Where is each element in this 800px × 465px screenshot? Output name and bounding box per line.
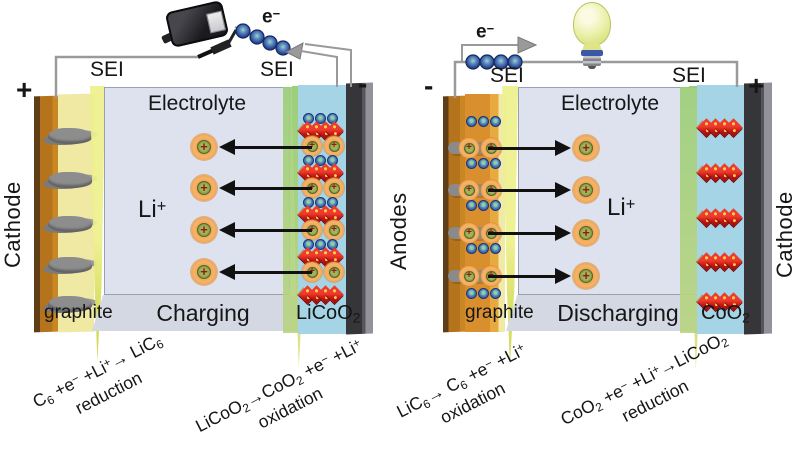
electron-label: e− [476, 21, 495, 43]
left-floor-strip: Charging [92, 295, 314, 331]
wire-left-negative [304, 43, 352, 87]
left-current-collector-minus [346, 82, 373, 335]
equation-block: LiC6→ C6 +e− +Li+ oxidation [385, 334, 549, 449]
lithium-ion [191, 259, 217, 285]
li-migration-arrow [488, 147, 556, 150]
li-migration-arrow [234, 146, 312, 149]
sei-label: SEI [260, 58, 294, 81]
licoo2-crystal-icon [296, 284, 344, 304]
arrow-head-icon [555, 268, 571, 284]
li-migration-arrow [488, 275, 556, 278]
li-migration-arrow [488, 232, 556, 235]
electron-flow-arrow-icon [517, 36, 538, 54]
electrolyte-label: Electrolyte [147, 92, 247, 115]
left-side-label: Cathode [0, 181, 25, 268]
equation-block: CoO2 +e− +Li+→LiCoO2 reduction [538, 318, 760, 463]
li-migration-arrow [234, 229, 312, 232]
electron-icon [275, 40, 291, 56]
electron-flow-arrow-icon [284, 42, 304, 60]
lithium-ion [573, 135, 599, 161]
equation-block: LiCoO2→CoO2 +e− +Li+ oxidation [178, 327, 391, 465]
lithium-ion [573, 263, 599, 289]
mode-label-discharging: Discharging [557, 299, 679, 326]
intercalated-li-ions [302, 178, 344, 198]
graphite-flake-icon [48, 128, 92, 144]
li-ion-label: Li+ [138, 196, 167, 223]
lithium-ion [191, 134, 217, 160]
arrow-head-icon [555, 140, 571, 156]
graphite-flake-icon [48, 172, 92, 188]
sei-label: SEI [490, 64, 524, 87]
coo2-label: CoO2 [701, 302, 750, 326]
intercalated-li-ions [302, 220, 344, 240]
electron-icon [262, 35, 278, 51]
licoo2-label: LiCoO2 [296, 302, 361, 326]
electron-row [466, 200, 501, 211]
polarity-plus: + [16, 74, 33, 105]
coo2-crystal-icon [695, 207, 743, 227]
power-adapter-icon [160, 0, 244, 60]
lithium-ion [573, 177, 599, 203]
electron-row [466, 116, 501, 127]
electron-row [466, 288, 501, 299]
li-migration-arrow [234, 187, 312, 190]
right-side-label: Cathode [772, 191, 797, 278]
sei-label: SEI [672, 64, 706, 87]
graphite-flake-icon [48, 257, 92, 273]
arrow-head-icon [219, 264, 235, 280]
electron-row [466, 243, 501, 254]
lithium-ion [191, 217, 217, 243]
electrolyte-label: Electrolyte [560, 92, 660, 115]
electron-icon [249, 29, 265, 45]
right-current-collector-plus [744, 82, 772, 335]
arrow-head-icon [219, 180, 235, 196]
li-migration-arrow [488, 189, 556, 192]
mode-label-charging: Charging [156, 299, 250, 326]
coo2-crystal-icon [695, 117, 743, 137]
li-ion-label: Li+ [607, 194, 636, 221]
light-bulb-icon [568, 0, 616, 70]
graphite-label: graphite [44, 302, 113, 323]
sei-green-strip-right-battery [680, 87, 697, 333]
graphite-flake-icon [48, 296, 92, 312]
electron-label: e− [262, 6, 281, 28]
right-floor-strip: Discharging [506, 295, 730, 331]
coo2-crystal-icon [695, 251, 743, 271]
sei-label: SEI [90, 58, 124, 81]
polarity-plus: + [748, 70, 765, 101]
electron-row [466, 158, 501, 169]
electron-branch-wire [461, 44, 520, 62]
arrow-head-icon [555, 182, 571, 198]
graphite-label: graphite [465, 302, 534, 323]
right-current-collector-minus [443, 95, 465, 333]
li-migration-arrow [234, 271, 312, 274]
intercalated-li-ions [302, 136, 344, 156]
polarity-minus: - [358, 68, 368, 99]
lithium-ion [191, 175, 217, 201]
wire-left-negative [300, 50, 338, 87]
middle-side-label: Anodes [386, 192, 411, 270]
equation-block: C6 +e− +Li+→ LiC6 reduction [12, 320, 194, 444]
arrow-head-icon [219, 139, 235, 155]
lithium-ion [573, 220, 599, 246]
coo2-crystal-icon [695, 162, 743, 182]
graphite-flake-icon [48, 216, 92, 232]
arrow-head-icon [555, 225, 571, 241]
arrow-head-icon [219, 222, 235, 238]
polarity-minus: - [424, 70, 434, 101]
electron-icon [465, 54, 481, 70]
